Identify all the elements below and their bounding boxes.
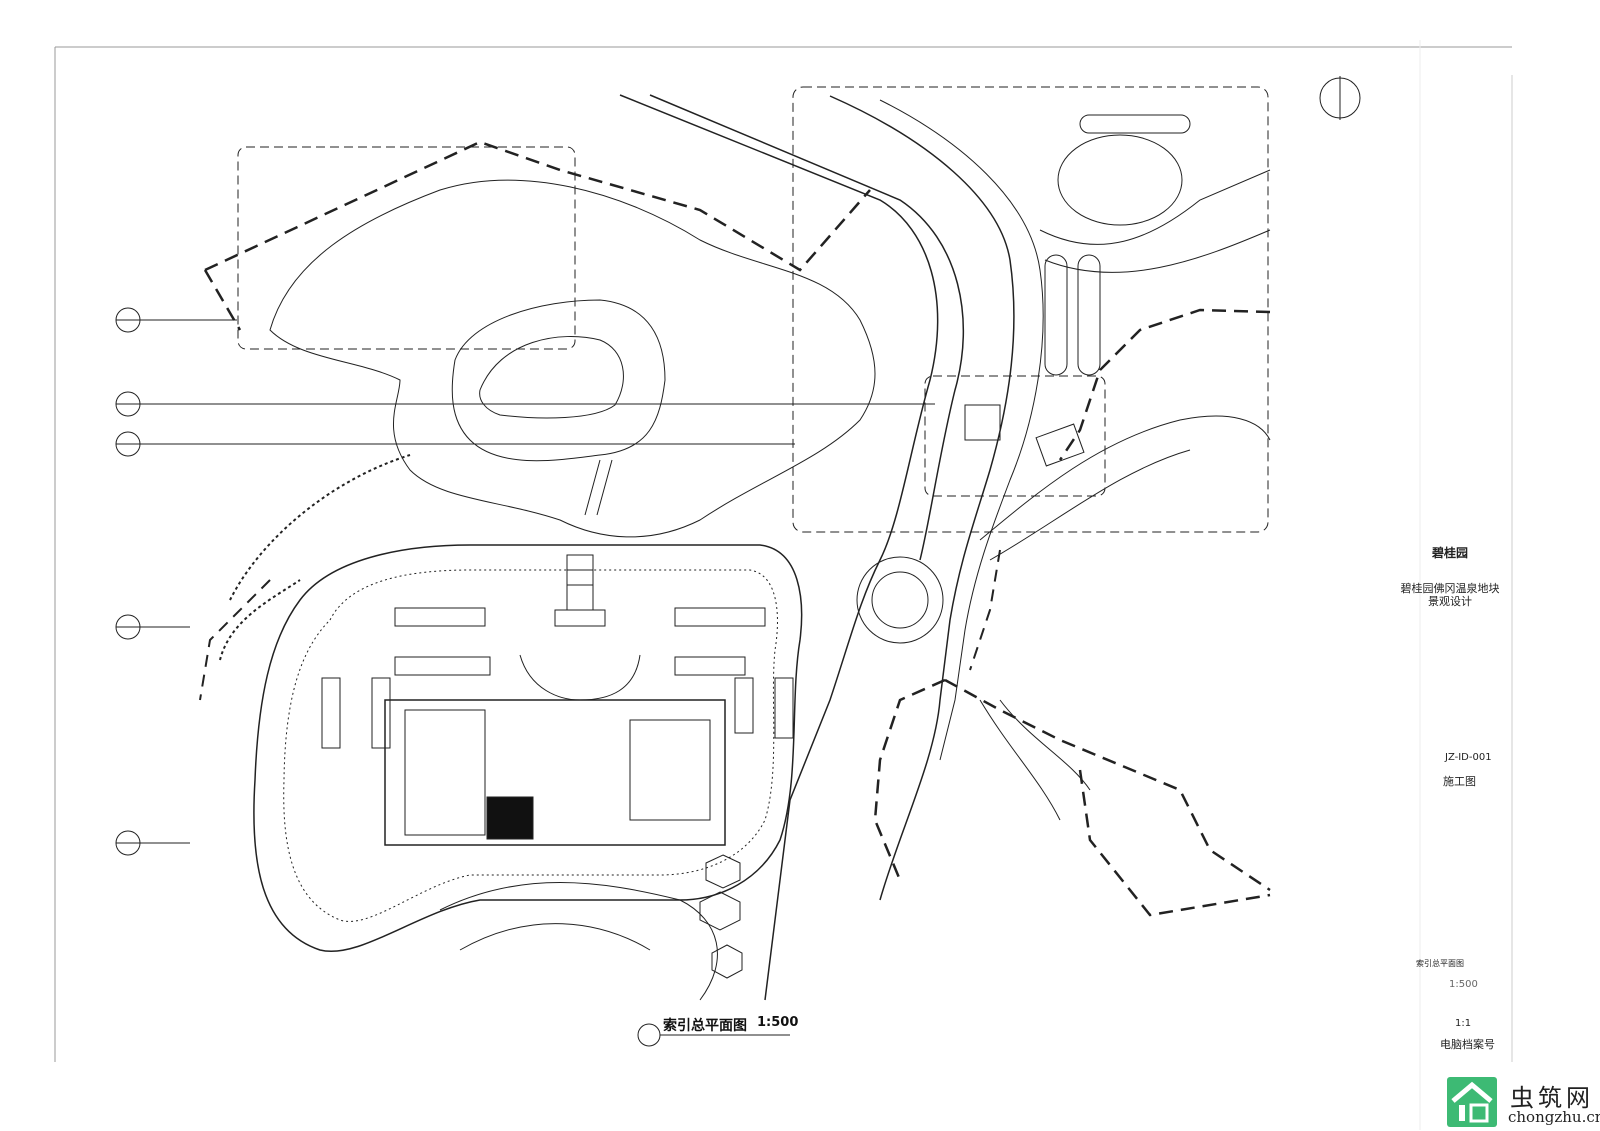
index-markers: [115, 307, 935, 856]
roundabout: [856, 556, 944, 644]
clubhouse-building: [384, 699, 726, 846]
drawing-scale: 1:500: [757, 1015, 799, 1030]
title-ratio: 1:1: [1455, 1018, 1472, 1029]
watermark-url: chongzhu.cn: [1508, 1108, 1600, 1126]
property-boundary: [203, 140, 871, 331]
clubhouse-grounds: [253, 544, 803, 953]
archive-label: 电脑档案号: [1440, 1038, 1495, 1051]
bridge: [584, 459, 613, 516]
island-outline: [451, 299, 666, 462]
drawing-title: 索引总平面图: [663, 1018, 747, 1034]
detail-region-3: [924, 375, 1106, 497]
watermark-name: 虫筑网: [1510, 1084, 1594, 1112]
title-client: 碧桂园: [1432, 546, 1469, 560]
detail-region-1: [237, 146, 576, 350]
title-project-line2: 景观设计: [1428, 595, 1472, 608]
lake-outline: [269, 179, 876, 538]
main-road: [619, 94, 939, 1001]
title-scale: 1:500: [1449, 979, 1478, 990]
north-arrow-icon: [1319, 76, 1361, 120]
watermark-logo-icon: [1447, 1077, 1497, 1127]
detail-region-2: [792, 86, 1269, 533]
drawing-title-marker: [637, 1023, 661, 1047]
oval-planter: [1057, 134, 1183, 226]
title-project-line1: 碧桂园佛冈温泉地块: [1400, 582, 1500, 595]
title-drawing-name: 索引总平面图: [1416, 959, 1464, 968]
pavilion: [705, 854, 741, 889]
building-dark-block: [486, 796, 534, 840]
drawing-stage: 施工图: [1443, 775, 1476, 788]
drawing-number: JZ-ID-001: [1445, 752, 1492, 763]
entrance-steps: [566, 554, 594, 611]
